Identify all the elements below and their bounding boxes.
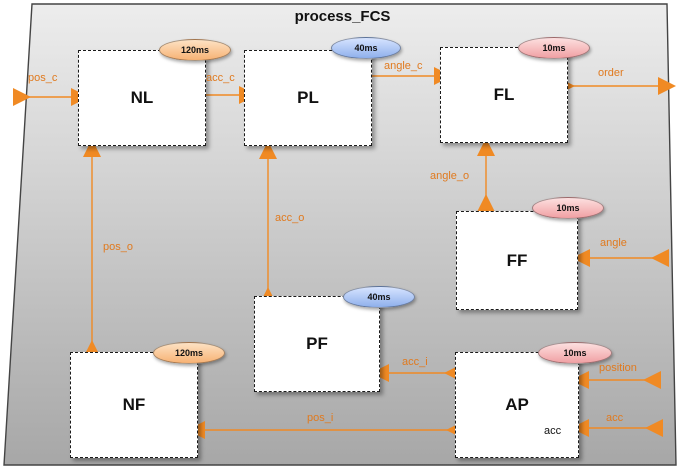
process-title: process_FCS	[294, 8, 391, 25]
signal-label-pos-i: pos_i	[307, 412, 334, 424]
signal-label-acc-i: acc_i	[402, 356, 428, 368]
port-position-source	[643, 371, 661, 389]
block-pl[interactable]: PL	[244, 50, 372, 146]
block-fl[interactable]: FL	[440, 47, 568, 143]
block-nl-label: NL	[130, 88, 154, 107]
port-order-target	[658, 77, 676, 95]
period-badge-ff: 10ms	[532, 197, 604, 219]
signal-label-acc: acc	[606, 412, 624, 424]
port-angle-source	[651, 249, 669, 267]
period-badge-nf: 120ms	[153, 342, 225, 364]
block-pl-label: PL	[297, 88, 319, 107]
block-nf[interactable]: NF	[70, 352, 198, 458]
block-ap[interactable]: AP acc	[455, 352, 579, 458]
signal-label-angle-c: angle_c	[384, 60, 423, 72]
period-badge-pf: 40ms	[343, 286, 415, 308]
signal-label-order: order	[598, 67, 624, 79]
port-angle-target	[572, 249, 590, 267]
signal-label-pos-c: pos_c	[28, 72, 58, 84]
port-position-target	[571, 371, 589, 389]
block-nf-label: NF	[122, 395, 146, 414]
block-ap-acc-label: acc	[544, 425, 562, 437]
port-acc-target	[571, 419, 589, 437]
block-ff-label: FF	[506, 250, 528, 270]
port-acc-o-target	[259, 141, 277, 159]
signal-label-acc-o: acc_o	[275, 212, 305, 224]
block-pf-label: PF	[306, 334, 328, 353]
port-acc-i-target	[371, 364, 389, 382]
signal-label-angle-o: angle_o	[430, 170, 470, 182]
signal-label-pos-o: pos_o	[103, 241, 133, 253]
port-acc-source	[645, 419, 663, 437]
signal-label-angle: angle	[600, 237, 627, 249]
port-angle-o-target	[477, 138, 495, 156]
period-badge-fl: 10ms	[518, 37, 590, 59]
period-badge-pl: 40ms	[331, 37, 401, 59]
block-ff[interactable]: FF	[456, 211, 578, 310]
block-pf[interactable]: PF	[254, 296, 380, 392]
block-nl[interactable]: NL	[78, 50, 206, 146]
port-pos-o-target	[83, 139, 101, 157]
period-badge-ap: 10ms	[538, 342, 612, 364]
block-ap-label: AP	[505, 395, 529, 414]
signal-label-position: position	[599, 362, 637, 374]
block-fl-label: FL	[493, 85, 515, 104]
period-badge-nl: 120ms	[159, 39, 231, 61]
port-pos-c-source	[13, 88, 31, 106]
port-angle-o-source	[477, 194, 495, 212]
signal-label-acc-c: acc_c	[206, 72, 235, 84]
